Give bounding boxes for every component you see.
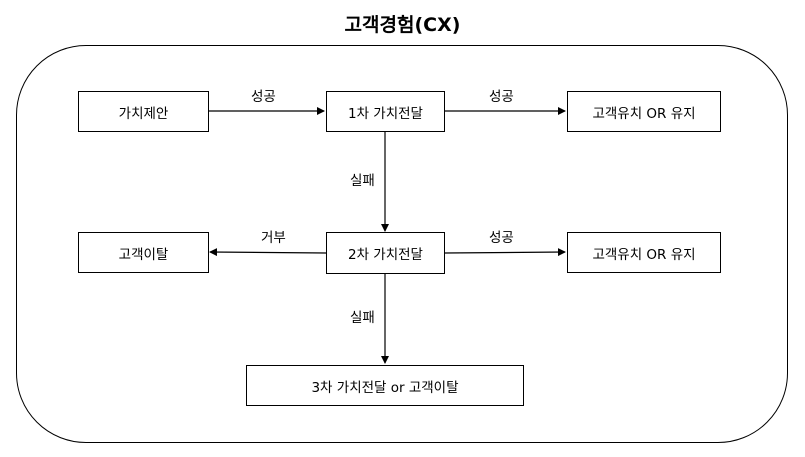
node-retention-1: 고객유치 OR 유지 bbox=[567, 91, 721, 132]
node-third-delivery: 3차 가치전달 or 고객이탈 bbox=[246, 365, 524, 406]
node-churn: 고객이탈 bbox=[78, 232, 209, 273]
label-success-3: 성공 bbox=[489, 230, 514, 246]
cx-frame bbox=[16, 45, 788, 443]
label-success-1: 성공 bbox=[251, 89, 276, 105]
label-fail-2: 실패 bbox=[350, 310, 375, 326]
arrow-second-to-churn bbox=[209, 248, 327, 257]
diagram-title: 고객경험(CX) bbox=[344, 14, 461, 36]
node-retention-2: 고객유치 OR 유지 bbox=[567, 232, 721, 273]
node-second-delivery: 2차 가치전달 bbox=[326, 232, 445, 274]
label-success-2: 성공 bbox=[489, 89, 514, 105]
arrow-second-to-retention bbox=[444, 248, 566, 257]
node-first-delivery: 1차 가치전달 bbox=[326, 91, 445, 132]
label-reject: 거부 bbox=[261, 230, 286, 246]
label-fail-1: 실패 bbox=[350, 173, 375, 189]
node-value-proposal: 가치제안 bbox=[78, 91, 209, 132]
